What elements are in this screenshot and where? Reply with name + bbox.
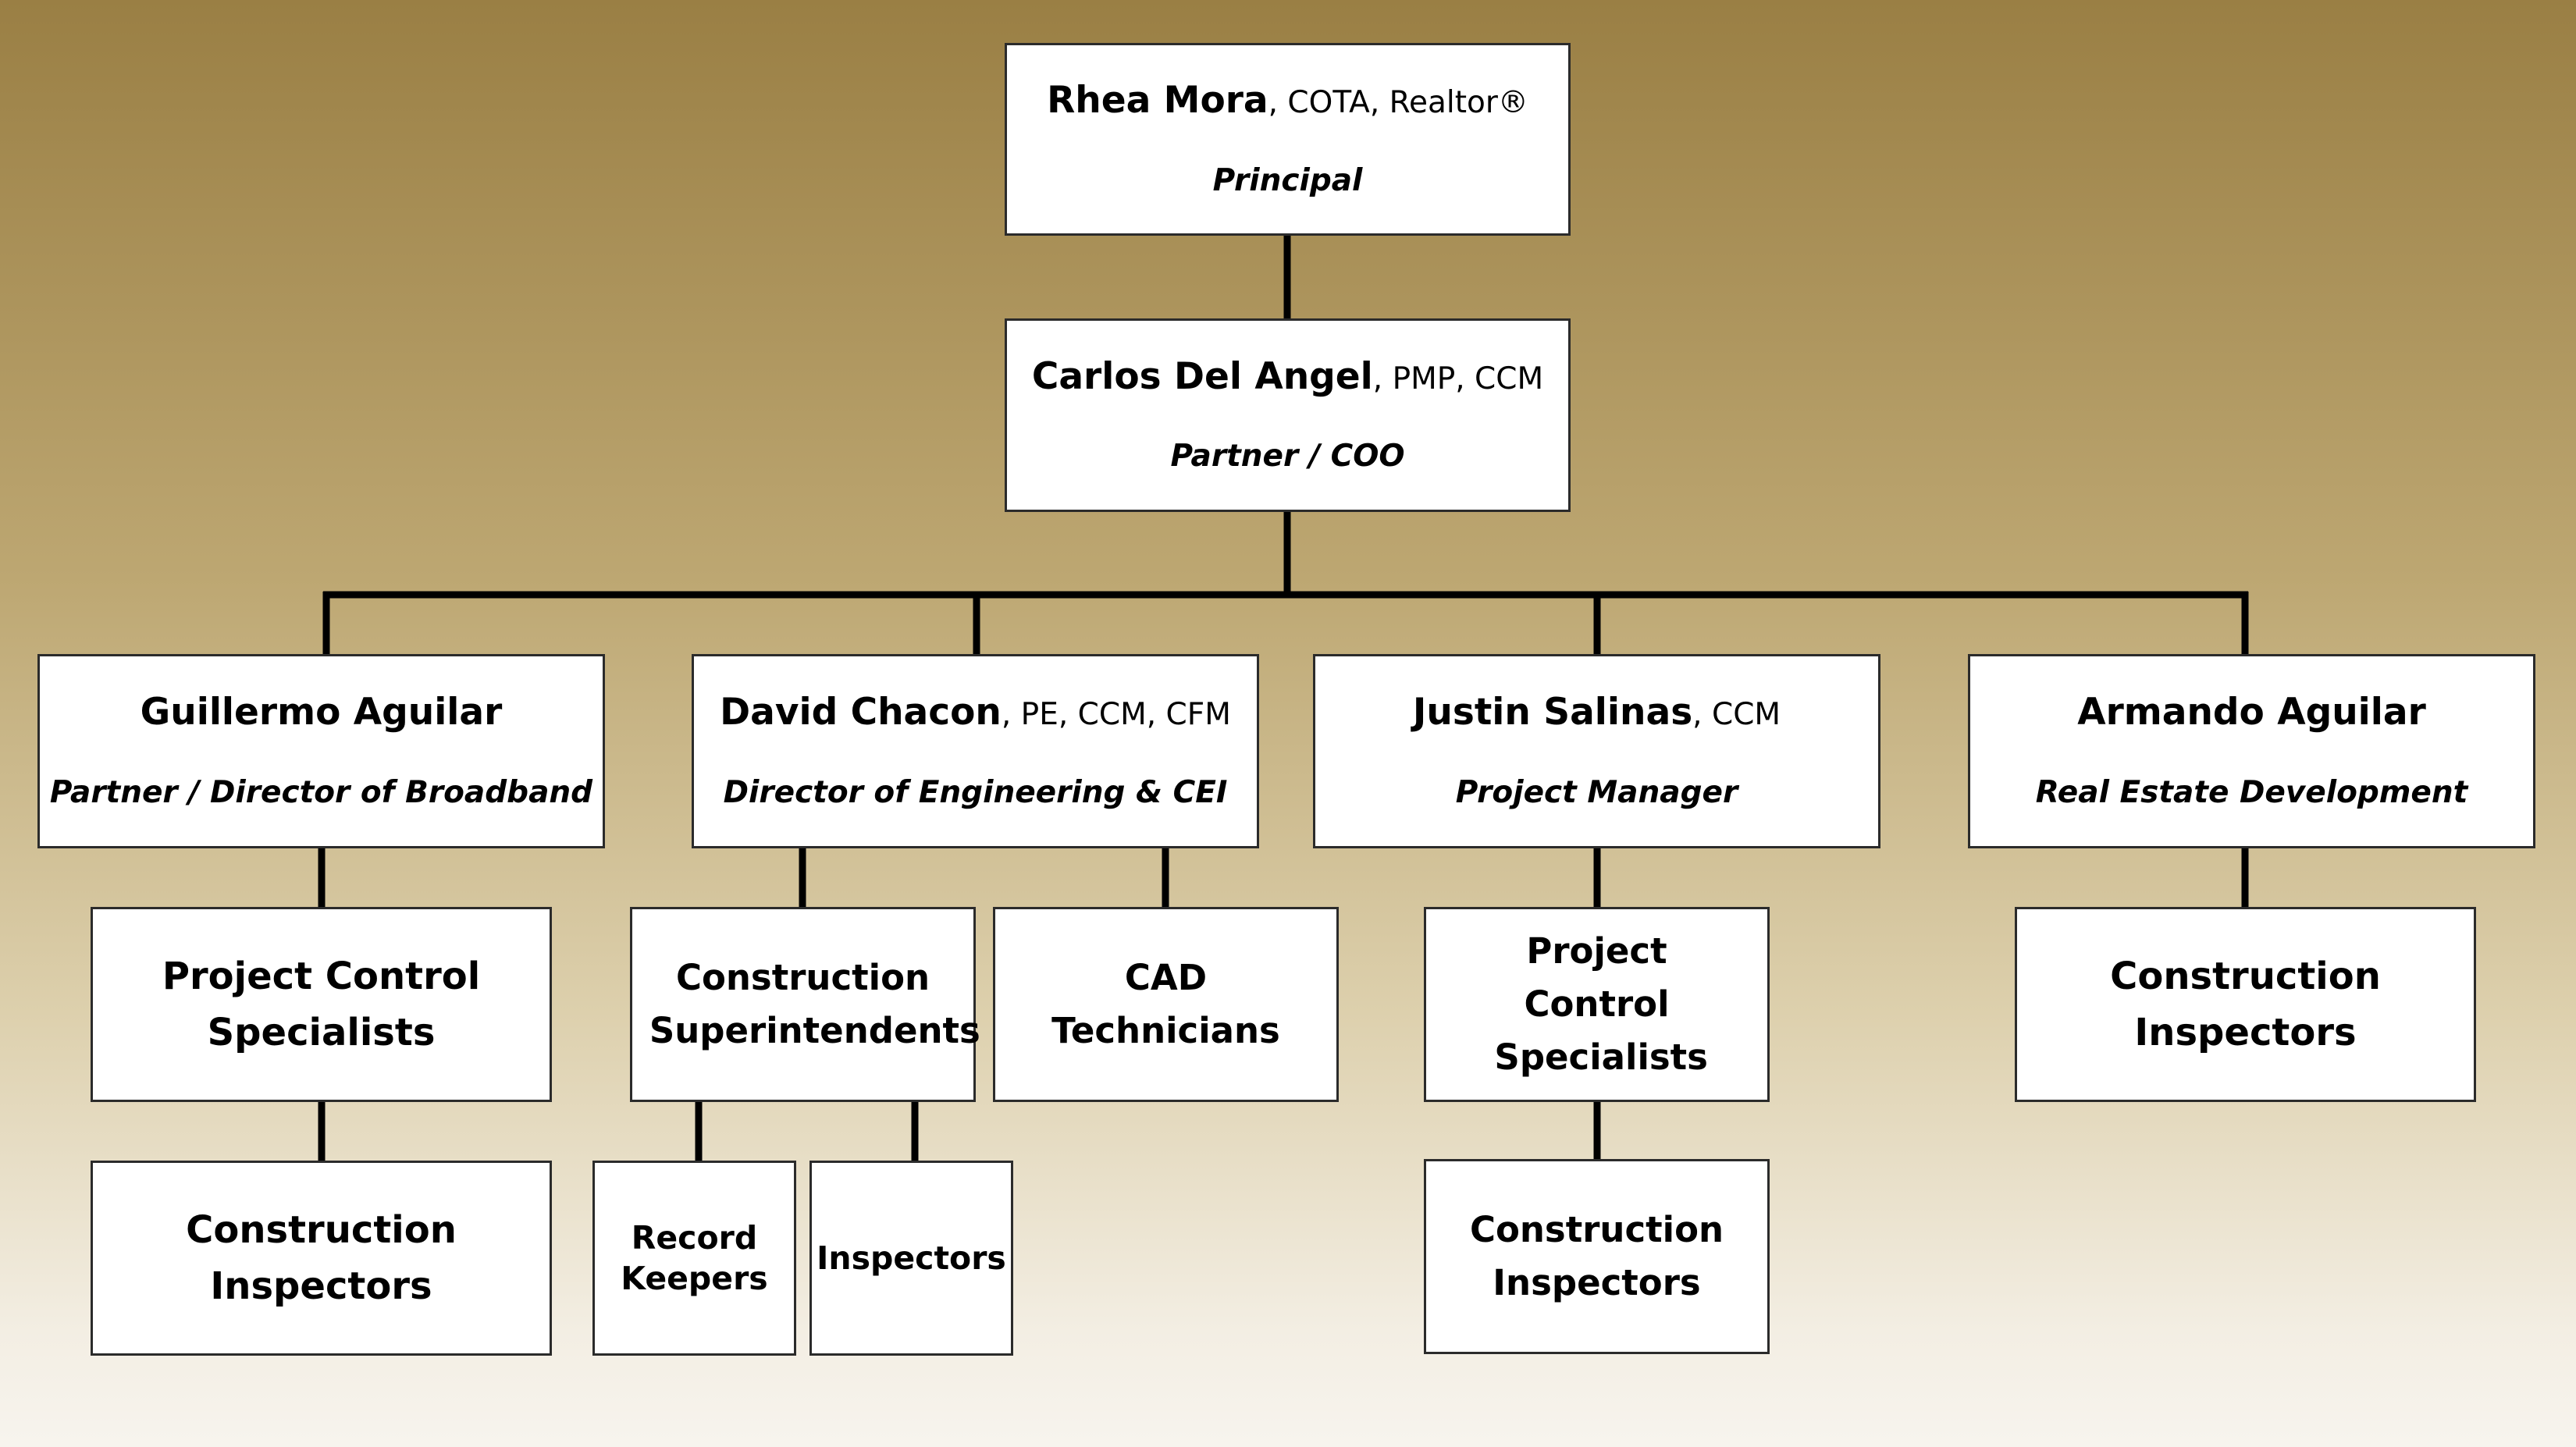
name-line: Justin Salinas, CCM [1413, 692, 1781, 733]
person-name: Carlos Del Angel [1031, 354, 1373, 398]
person-name: David Chacon [720, 691, 1002, 734]
person-title: Principal [1212, 162, 1363, 198]
person-name: Guillermo Aguilar [140, 691, 503, 734]
person-name: Rhea Mora [1047, 79, 1268, 123]
person-title: Partner / Director of Broadband [49, 774, 593, 810]
box-justin-salinas: Justin Salinas, CCM Project Manager [1313, 654, 1880, 848]
group-label: Construction Inspectors [1469, 1209, 1724, 1303]
box-record-keepers: Record Keepers [592, 1161, 796, 1356]
name-line: David Chacon, PE, CCM, CFM [720, 692, 1231, 733]
group-label: Construction Superintendents [649, 957, 980, 1051]
group-label: Project Control Specialists [162, 955, 481, 1054]
person-credentials: , PMP, CCM [1372, 361, 1544, 396]
group-label: Construction Inspectors [2110, 955, 2381, 1054]
person-title: Director of Engineering & CEI [723, 774, 1228, 810]
box-armando-construction-inspectors: Construction Inspectors [2015, 907, 2476, 1102]
box-guillermo-project-control-specialists: Project Control Specialists [91, 907, 552, 1102]
name-line: Rhea Mora, COTA, Realtor® [1047, 80, 1528, 121]
person-title: Partner / COO [1170, 439, 1405, 475]
group-label: Project Control Specialists [1494, 930, 1708, 1078]
box-guillermo-construction-inspectors: Construction Inspectors [91, 1161, 552, 1356]
box-construction-superintendents: Construction Superintendents [630, 907, 980, 1102]
name-line: Guillermo Aguilar [141, 692, 503, 733]
box-rhea-mora: Rhea Mora, COTA, Realtor® Principal [1005, 43, 1571, 236]
box-armando-aguilar: Armando Aguilar Real Estate Development [1968, 654, 2535, 848]
person-title: Real Estate Development [2035, 774, 2468, 810]
name-line: Carlos Del Angel, PMP, CCM [1031, 354, 1544, 398]
box-cad-technicians: CAD Technicians [993, 907, 1339, 1102]
group-label: Inspectors [817, 1239, 1006, 1277]
person-credentials: , COTA, Realtor® [1268, 85, 1528, 121]
person-credentials: , PE, CCM, CFM [1001, 697, 1231, 733]
box-carlos-del-angel: Carlos Del Angel, PMP, CCM Partner / COO [1005, 318, 1571, 512]
box-justin-project-control-specialists: Project Control Specialists [1424, 907, 1770, 1102]
box-david-chacon: David Chacon, PE, CCM, CFM Director of E… [692, 654, 1259, 848]
person-credentials: , CCM [1692, 697, 1781, 733]
person-name: Armando Aguilar [2077, 691, 2426, 734]
name-line: Armando Aguilar [2077, 692, 2426, 733]
person-name: Justin Salinas [1412, 691, 1693, 734]
person-title: Project Manager [1455, 774, 1738, 810]
group-label: Record Keepers [621, 1219, 768, 1297]
group-label: Construction Inspectors [186, 1208, 457, 1308]
group-label: CAD Technicians [1051, 957, 1280, 1051]
box-guillermo-aguilar: Guillermo Aguilar Partner / Director of … [37, 654, 605, 848]
box-inspectors: Inspectors [809, 1161, 1013, 1356]
box-justin-construction-inspectors: Construction Inspectors [1424, 1159, 1770, 1354]
